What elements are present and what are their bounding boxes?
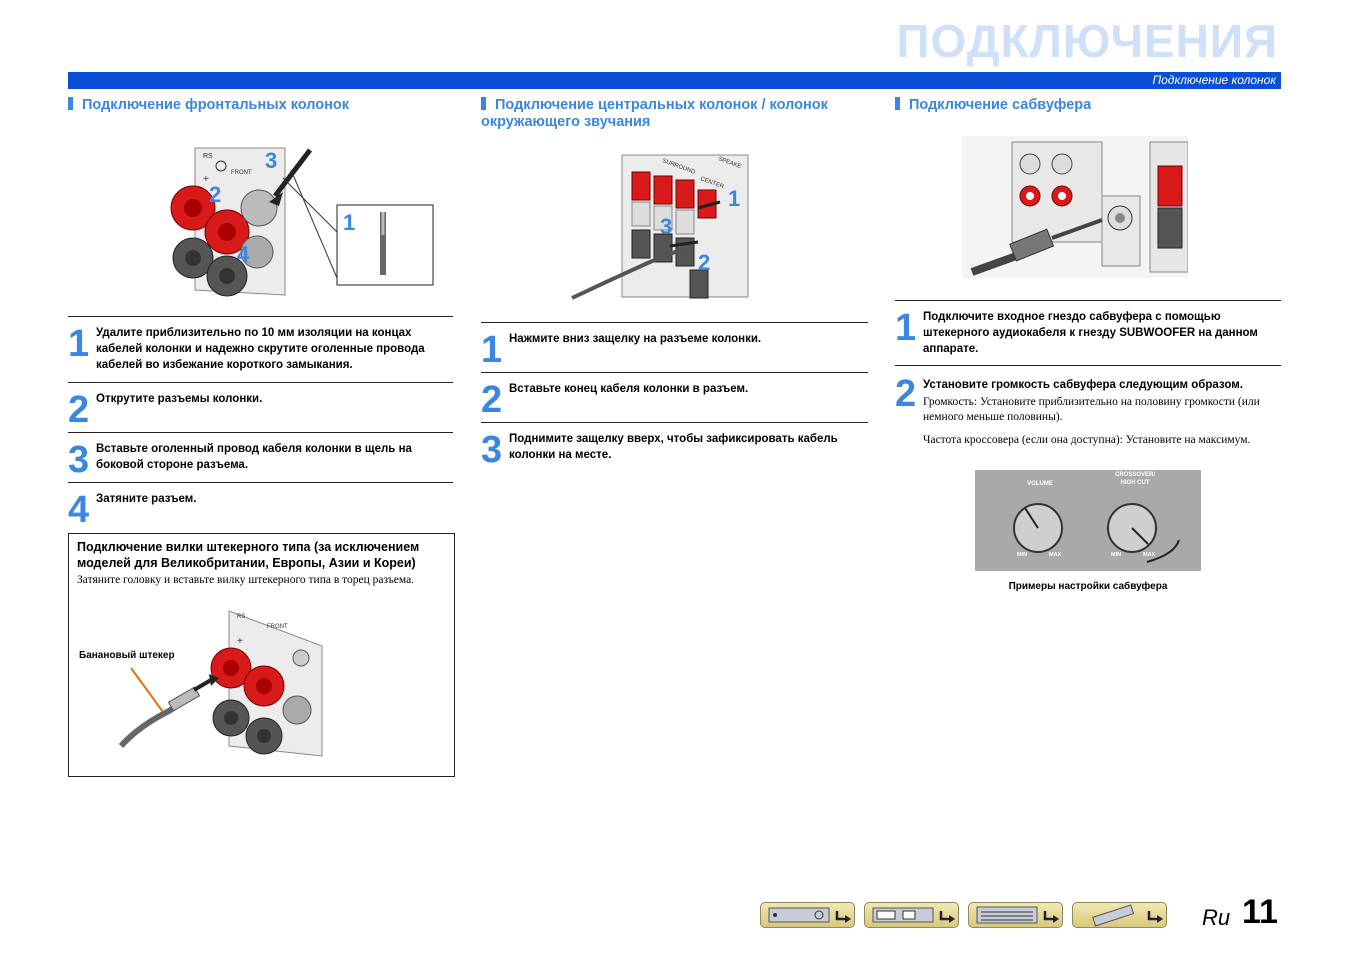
- rule: [481, 322, 868, 323]
- volume-min-label: MIN: [1017, 552, 1028, 558]
- step-number: 1: [68, 323, 90, 365]
- step-text: Затяните разъем.: [96, 493, 197, 505]
- svg-text:FRONT: FRONT: [267, 624, 288, 630]
- front-callout-3: 3: [265, 148, 277, 173]
- rule: [481, 372, 868, 373]
- step-number: 4: [68, 489, 90, 531]
- svg-text:FRONT: FRONT: [231, 170, 252, 176]
- remote-nav-icon: [1092, 904, 1163, 927]
- heading-marker: [68, 97, 73, 110]
- center-terminal-diagram: SURROUND CENTER SPEAKE 1 2 3: [571, 154, 749, 300]
- center-heading-text: Подключение центральных колонок / колоно…: [481, 97, 828, 130]
- step-number: 2: [895, 373, 917, 415]
- plug-box-title: Подключение вилки штекерного типа (за ис…: [77, 540, 420, 570]
- svg-text:+: +: [203, 174, 209, 185]
- heading-marker: [895, 97, 900, 110]
- page-title: ПОДКЛЮЧЕНИЯ: [896, 15, 1278, 67]
- crossover-label: CROSSOVER/ HIGH CUT: [1105, 471, 1165, 487]
- step-text: Открутите разъемы колонки.: [96, 393, 263, 405]
- rule: [895, 365, 1281, 366]
- front-heading-text: Подключение фронтальных колонок: [82, 97, 350, 113]
- step-note: Частота кроссовера (если она доступна): …: [923, 434, 1251, 446]
- section-bar: [68, 72, 1281, 89]
- step-text: Установите громкость сабвуфера следующим…: [923, 379, 1243, 391]
- volume-max-label: MAX: [1049, 552, 1062, 558]
- crossover-label-line: CROSSOVER/: [1114, 472, 1155, 478]
- knob-caption: Примеры настройки сабвуфера: [1008, 581, 1168, 592]
- crossover-min-label: MIN: [1111, 552, 1122, 558]
- svg-text:RS: RS: [203, 153, 213, 160]
- subwoofer-jack-diagram: [962, 136, 1188, 278]
- center-section-heading: Подключение центральных колонок / колоно…: [481, 97, 868, 131]
- banana-plug-box: Подключение вилки штекерного типа (за ис…: [68, 533, 455, 777]
- rule: [68, 482, 453, 483]
- step-number: 1: [481, 329, 503, 371]
- volume-label: VOLUME: [1027, 481, 1053, 487]
- step-number: 2: [481, 379, 503, 421]
- center-callout-2: 2: [698, 250, 710, 275]
- center-callout-3: 3: [660, 214, 672, 239]
- front-callout-1: 1: [343, 210, 355, 235]
- step-number: 3: [68, 439, 90, 481]
- knob-graphics: [1013, 503, 1180, 563]
- subwoofer-knob-panel: VOLUME CROSSOVER/ HIGH CUT MIN MAX MIN M…: [975, 470, 1201, 571]
- front-section-heading: Подключение фронтальных колонок: [68, 97, 453, 114]
- svg-text:+: +: [237, 636, 243, 647]
- page-number: 11: [1242, 893, 1278, 931]
- step-text: Нажмите вниз защелку на разъеме колонки.: [509, 333, 762, 345]
- front-callout-4: 4: [237, 242, 250, 267]
- sub-section-heading: Подключение сабвуфера: [895, 97, 1281, 114]
- step-text: Подключите входное гнездо сабвуфера с по…: [923, 311, 1258, 355]
- svg-text:RS: RS: [237, 614, 245, 620]
- step-number: 1: [895, 307, 917, 349]
- center-callout-1: 1: [728, 186, 740, 211]
- sub-heading-text: Подключение сабвуфера: [909, 97, 1092, 113]
- crossover-label-line: HIGH CUT: [1120, 480, 1150, 486]
- front-panel-nav-icon: [768, 907, 851, 923]
- front-panel-nav-button[interactable]: [760, 902, 855, 928]
- rear-panel-nav-button[interactable]: [864, 902, 959, 928]
- step-text: Поднимите защелку вверх, чтобы зафиксиро…: [509, 433, 838, 461]
- banana-plug-diagram: RS FRONT +: [118, 610, 323, 757]
- step-text: Вставьте оголенный провод кабеля колонки…: [96, 443, 412, 471]
- heading-marker: [481, 97, 486, 110]
- step-note: Громкость: Установите приблизительно на …: [923, 396, 1260, 423]
- banana-plug-label: Банановый штекер: [79, 650, 175, 661]
- step-text: Удалите приблизительно по 10 мм изоляции…: [96, 327, 425, 371]
- front-callout-2: 2: [209, 182, 221, 207]
- step-number: 3: [481, 429, 503, 471]
- rule: [68, 382, 453, 383]
- rear-panel-nav-icon: [872, 907, 955, 923]
- rule: [68, 432, 453, 433]
- section-bar-label: Подключение колонок: [1152, 73, 1276, 87]
- display-nav-button[interactable]: [968, 902, 1063, 928]
- rule: [68, 316, 453, 317]
- step-text: Вставьте конец кабеля колонки в разъем.: [509, 383, 749, 395]
- language-code: Ru: [1202, 905, 1231, 930]
- remote-nav-button[interactable]: [1072, 902, 1167, 928]
- front-terminal-diagram: RS FRONT + 1 2 3 4: [170, 147, 434, 297]
- display-nav-icon: [976, 906, 1059, 924]
- step-number: 2: [68, 389, 90, 431]
- rule: [895, 300, 1281, 301]
- crossover-max-label: MAX: [1143, 552, 1156, 558]
- rule: [481, 422, 868, 423]
- plug-box-body: Затяните головку и вставьте вилку штекер…: [77, 574, 415, 586]
